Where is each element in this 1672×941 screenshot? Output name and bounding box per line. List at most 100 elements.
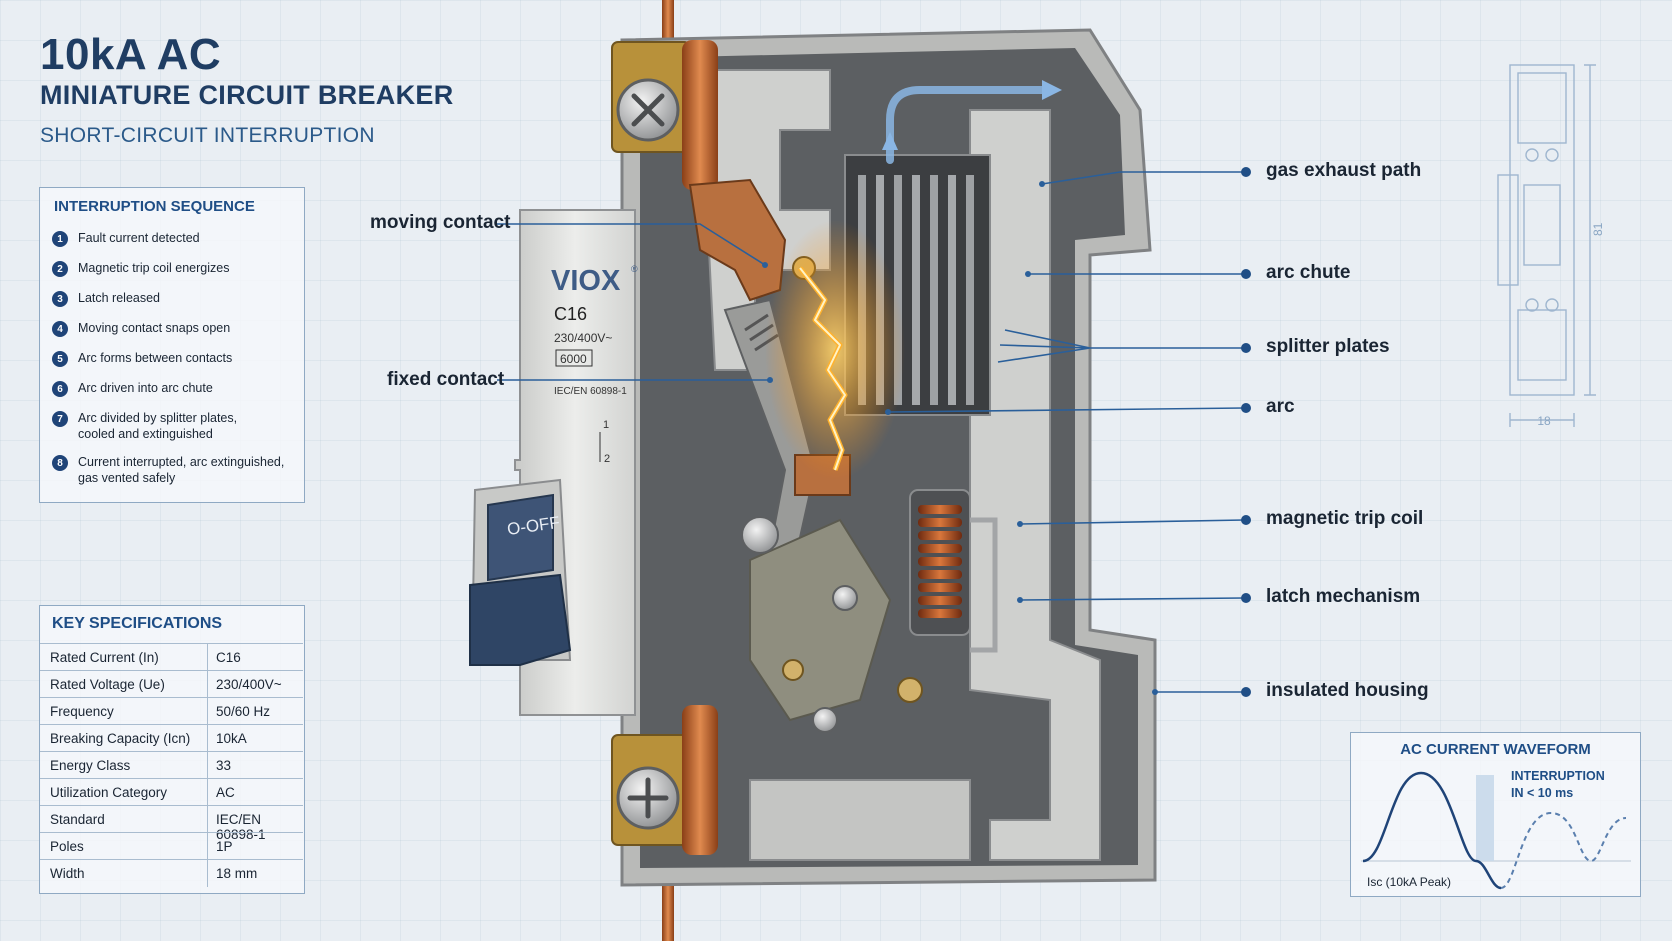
sequence-step-7: 7 Arc divided by splitter plates, cooled… — [52, 410, 252, 442]
linkage-pin — [832, 585, 858, 611]
rating-label: C16 — [554, 304, 587, 324]
interruption-label-line2: IN < 10 ms — [1511, 786, 1574, 800]
step-number-badge: 4 — [52, 321, 68, 337]
capacity-label: 6000 — [560, 352, 587, 366]
callout-dot — [1241, 593, 1251, 603]
coil-winding — [918, 570, 962, 579]
brand-registered-mark: ® — [631, 264, 638, 274]
spec-value: IEC/EN 60898-1 — [216, 812, 266, 842]
key-specifications-panel: KEY SPECIFICATIONS Rated Current (In)C16… — [39, 605, 305, 894]
breaker-cutaway-illustration: VIOX ® C16 230/400V~ 6000 IEC/EN 60898-1… — [469, 0, 1157, 941]
spec-label: Frequency — [50, 704, 114, 719]
spec-label: Rated Voltage (Ue) — [50, 677, 165, 692]
spec-row: Frequency 50/60 Hz — [40, 697, 303, 725]
step-number-badge: 1 — [52, 231, 68, 247]
spec-row: Rated Voltage (Ue) 230/400V~ — [40, 670, 303, 698]
callout-anchor — [885, 409, 891, 415]
toggle-lever[interactable] — [487, 493, 554, 582]
splitter-plate — [912, 175, 920, 405]
toggle-handle[interactable] — [469, 573, 572, 666]
callout-splitter-plates: splitter plates — [1266, 336, 1390, 357]
outline-window — [1523, 184, 1561, 266]
spec-row: Breaking Capacity (Icn) 10kA — [40, 724, 303, 752]
spec-value: C16 — [216, 650, 241, 665]
spec-value: 10kA — [216, 731, 247, 746]
spec-divider — [207, 644, 208, 671]
waveform-curve — [1362, 771, 1502, 890]
spec-divider — [207, 671, 208, 698]
interruption-window — [1476, 775, 1494, 861]
coil-winding — [918, 557, 962, 566]
linkage-pin — [812, 707, 838, 733]
outline-top-terminal — [1517, 72, 1567, 144]
outline-bottom-terminal — [1517, 309, 1567, 381]
coil-winding — [918, 544, 962, 553]
spec-divider — [207, 752, 208, 779]
spec-row: Rated Current (In)C16 — [40, 643, 303, 671]
callout-line-splitter-plates — [997, 329, 1244, 363]
spec-divider — [207, 806, 208, 833]
screw-slot — [631, 93, 665, 127]
screw-slot — [627, 777, 669, 819]
isc-label: Isc (10kA Peak) — [1367, 875, 1452, 889]
sequence-step-1: 1 Fault current detected — [52, 230, 297, 247]
callout-arc-chute: arc chute — [1266, 262, 1351, 283]
latch-pivot — [741, 516, 779, 554]
step-text: Arc divided by splitter plates, cooled a… — [78, 411, 238, 441]
callout-line-gas-exhaust — [1041, 171, 1244, 185]
spec-value: 50/60 Hz — [216, 704, 271, 719]
coil-winding — [918, 518, 962, 527]
step-number-badge: 6 — [52, 381, 68, 397]
spec-label: Breaking Capacity (Icn) — [50, 731, 191, 746]
sequence-step-3: 3 Latch released — [52, 290, 297, 307]
interruption-sequence-panel: INTERRUPTION SEQUENCE 1 Fault current de… — [39, 187, 305, 503]
spec-label: Standard — [50, 812, 105, 827]
brand-logo: VIOX — [551, 265, 621, 297]
spec-value: AC — [216, 785, 235, 800]
spec-row: Width 18 mm — [40, 859, 303, 887]
ac-waveform-panel: AC CURRENT WAVEFORM INTERRUPTION IN < 10… — [1350, 732, 1641, 897]
page-subtitle: MINIATURE CIRCUIT BREAKER — [40, 80, 454, 110]
step-text: Moving contact snaps open — [78, 321, 231, 335]
moving-contact-arm — [688, 178, 787, 302]
spec-row: Energy Class 33 — [40, 751, 303, 779]
spec-label: Width — [50, 866, 85, 881]
gas-exhaust-arrowhead — [882, 132, 898, 150]
breaker-outline-drawing: 81 18 — [1497, 64, 1605, 428]
coil-winding — [918, 531, 962, 540]
callout-anchor — [1017, 597, 1023, 603]
page-tagline: SHORT-CIRCUIT INTERRUPTION — [40, 124, 375, 147]
step-text: Arc forms between contacts — [78, 351, 233, 365]
spec-value: 18 mm — [216, 866, 258, 881]
callout-arc: arc — [1266, 396, 1295, 417]
internal-wall — [969, 109, 1101, 861]
callout-anchor — [1152, 689, 1158, 695]
step-text: Fault current detected — [78, 231, 200, 245]
linkage-pin — [782, 659, 804, 681]
outline-screw — [1545, 298, 1559, 312]
step-number-badge: 3 — [52, 291, 68, 307]
callout-dot — [1241, 515, 1251, 525]
coil-winding — [918, 609, 962, 618]
sequence-heading: INTERRUPTION SEQUENCE — [54, 198, 255, 215]
spec-value: 33 — [216, 758, 232, 773]
step-text: Latch released — [78, 291, 161, 305]
interruption-label-line1: INTERRUPTION — [1511, 769, 1605, 783]
spec-divider — [207, 725, 208, 752]
callout-line-arc — [887, 407, 1245, 413]
top-copper-clamp — [682, 40, 718, 190]
gas-exhaust-arrowhead — [1042, 80, 1062, 100]
spec-label: Energy Class — [50, 758, 131, 773]
terminal-top-marking: 1 — [603, 419, 609, 431]
standard-label: IEC/EN 60898-1 — [554, 386, 627, 397]
callout-line-latch — [1019, 597, 1245, 601]
outline-screw — [1545, 148, 1559, 162]
coil-winding — [918, 505, 962, 514]
callout-dot — [1241, 167, 1251, 177]
callout-fixed-contact: fixed contact — [387, 369, 505, 390]
spec-value: 230/400V~ — [216, 677, 282, 692]
spec-label: Poles — [50, 839, 84, 854]
callout-moving-contact: moving contact — [370, 212, 511, 233]
